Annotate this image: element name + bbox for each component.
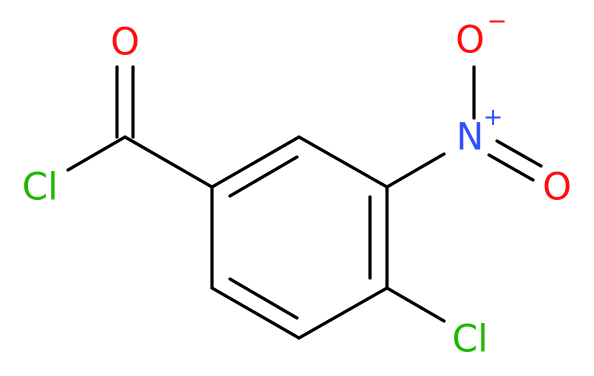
ring-bond-c1-c2-inner — [228, 155, 299, 198]
ring-bond-c5-c6 — [210, 286, 301, 340]
ring-bond-c4-c5 — [297, 286, 389, 340]
atom-nitro-oxygen-top: O — [455, 19, 484, 62]
ring-bond-c2-c3 — [297, 135, 389, 189]
nitrogen-positive-charge: + — [483, 103, 503, 131]
atom-carbonyl-oxygen: O — [110, 21, 139, 64]
atom-labels: O Cl N + O − O Cl — [22, 7, 572, 361]
atom-ring-chlorine: Cl — [452, 318, 488, 361]
bond-ring-chlorine — [385, 286, 446, 323]
atom-nitro-oxygen-right: O — [542, 166, 571, 209]
ring-bond-c1-c2 — [210, 135, 301, 189]
atom-acyl-chlorine: Cl — [22, 166, 58, 209]
bond-carbonyl-chlorine — [66, 135, 127, 172]
bond-ring-nitrogen — [385, 152, 446, 189]
atom-nitro-nitrogen: N — [456, 116, 484, 159]
bond-ring-carbonyl — [123, 135, 214, 189]
ring-bond-c5-c6-inner — [228, 277, 299, 320]
oxygen-negative-charge: − — [487, 7, 507, 35]
bond-nitrogen-oxygen-right-b — [487, 153, 535, 182]
bonds — [66, 65, 543, 340]
bond-nitrogen-oxygen-right-a — [495, 139, 543, 168]
